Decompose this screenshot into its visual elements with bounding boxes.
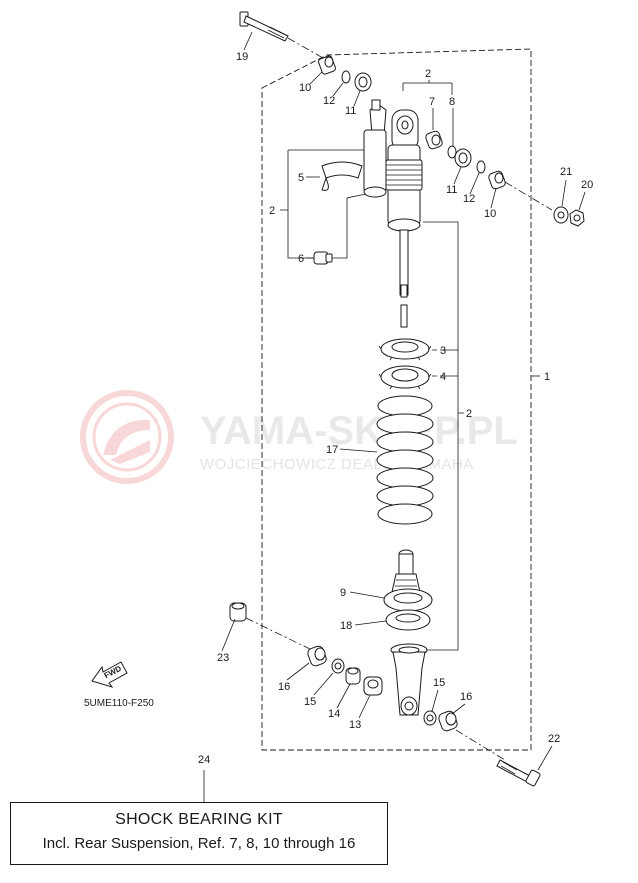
callout-5: 5 [298,172,304,184]
callout-20: 20 [581,179,593,191]
leader-19 [243,31,253,51]
leader-11-top [353,90,361,107]
callout-18: 18 [340,620,352,632]
guide-18 [385,609,431,631]
leader-20 [578,191,586,211]
callout-14: 14 [328,708,340,720]
leader-12-top [332,82,344,97]
callout-10-top: 10 [299,82,311,94]
shock-absorber [363,99,423,328]
callout-15-right: 15 [433,677,445,689]
leader-13 [358,694,371,719]
collar-10-right [488,170,506,190]
callout-22: 22 [548,733,560,745]
oring-12-top [341,70,351,84]
leader-16-left [286,662,310,681]
callout-6: 6 [298,253,304,265]
leader-10-top [309,71,323,85]
callout-13: 13 [349,719,361,731]
seal-15-left-hole [334,662,342,670]
bolt-19 [239,11,331,63]
callout-2-left: 2 [269,205,275,217]
leader-14 [336,683,351,709]
callout-16-right: 16 [460,691,472,703]
leader-12-right [469,172,480,195]
callout-10-right: 10 [484,208,496,220]
bracket-2-left [280,149,367,259]
callout-7: 7 [429,96,435,108]
callout-17: 17 [326,444,338,456]
clip-5 [321,161,363,191]
callout-2-top: 2 [425,68,431,80]
collar-10-top [318,55,336,75]
leader-15-left [313,672,334,696]
kit-description: Incl. Rear Suspension, Ref. 7, 8, 10 thr… [42,835,356,852]
leader-22 [537,745,553,771]
leader-23 [221,618,236,652]
leaders-7-8 [432,83,454,148]
watermark-brand: YAMA-SKLEP.PL [200,409,518,453]
callout-21: 21 [560,166,572,178]
nut-20 [569,209,585,227]
seal-15-right-hole [426,714,434,722]
spring-seat-9 [383,588,433,612]
callout-19: 19 [236,51,248,63]
collar-23 [229,602,247,622]
spring-17 [376,395,434,525]
collar-16-left [307,645,327,667]
axis-top-right [504,181,553,211]
leaders-3-4 [432,349,437,377]
washer-21-hole [557,211,565,219]
ring-nut-3 [378,338,432,361]
callout-16-left: 16 [278,681,290,693]
bearing-11-right [454,148,472,168]
watermark-logo [80,390,174,484]
valve-6 [313,251,333,265]
watermark: YAMA-SKLEP.PL WOJCIECHOWICZ DEALER YAMAH… [80,390,518,484]
axis-lower-left [245,617,313,651]
callout-4: 4 [440,371,446,383]
collar-16-right [438,710,458,732]
callout-23: 23 [217,652,229,664]
callout-11-top: 11 [345,105,356,117]
axis-lower-right [455,729,506,761]
leader-15-right [431,689,439,712]
callout-3: 3 [440,345,446,357]
callout-2-right: 2 [466,408,472,420]
bracket-2-top [402,80,452,91]
bearing-11-top [354,72,372,92]
leader-11-right [453,166,462,185]
collar-7 [425,130,443,150]
leader-21 [561,179,567,207]
callout-9: 9 [340,587,346,599]
leader-16-right [451,703,466,715]
fwd-arrow-icon: FWD [91,661,128,688]
lower-clevis [390,643,428,716]
callout-24: 24 [198,754,210,766]
bushing-14 [345,667,361,685]
ring-nut-4 [378,365,432,390]
leader-9 [349,591,385,599]
callout-12-right: 12 [463,193,475,205]
callout-12-top: 12 [323,95,335,107]
callout-8: 8 [449,96,455,108]
leader-17 [339,448,378,453]
oring-12-right [476,160,486,174]
kit-title: SHOCK BEARING KIT [115,811,283,828]
diagram-code: 5UME110-F250 [84,698,154,709]
callout-11-right: 11 [446,184,457,196]
bolt-22 [496,759,541,787]
leader-10-right [490,187,497,209]
oring-8 [447,145,457,159]
bearing-13 [363,676,383,696]
shock-bearing-kit-box: SHOCK BEARING KIT Incl. Rear Suspension,… [10,802,388,865]
callout-1: 1 [544,371,550,383]
bump-stop [391,549,421,593]
leader-18 [354,620,387,626]
callout-15-left: 15 [304,696,316,708]
bracket-2-right [423,221,464,651]
